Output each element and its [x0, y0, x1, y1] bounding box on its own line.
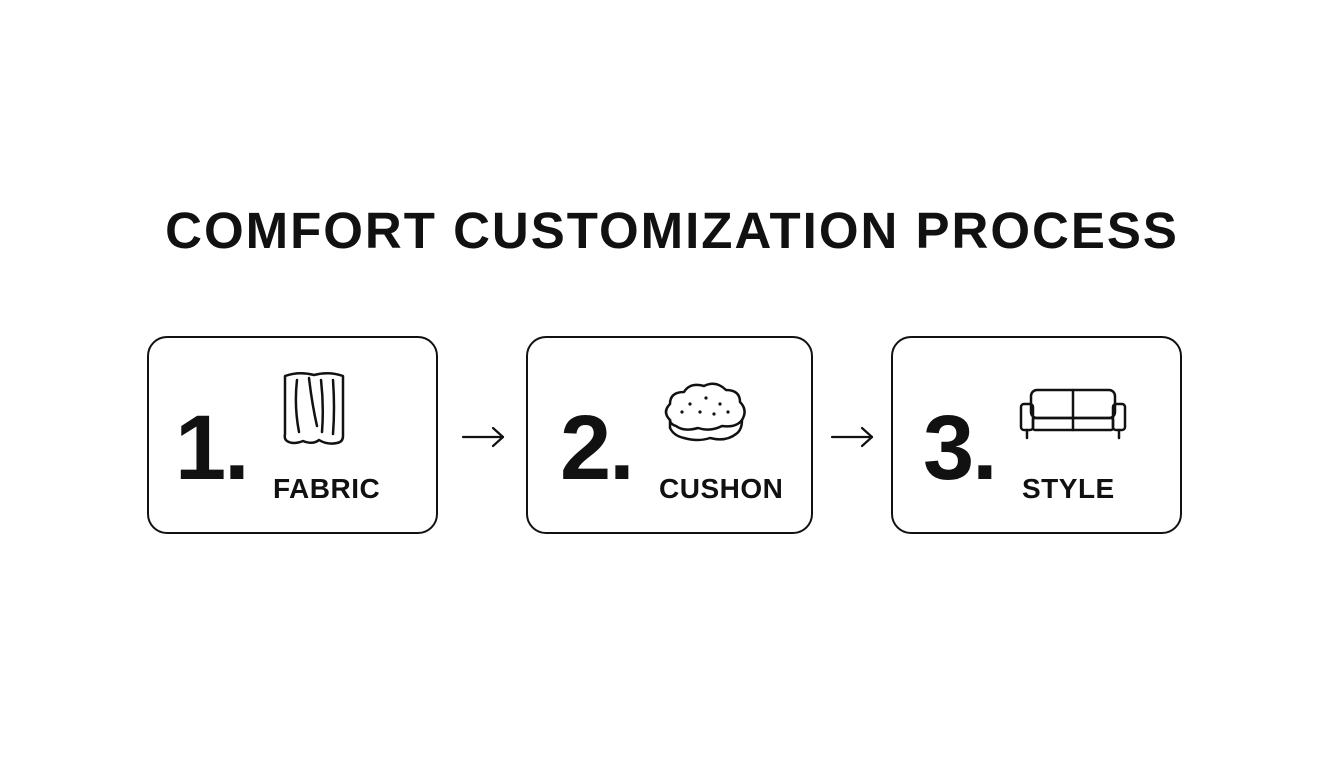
cushion-icon: [664, 382, 746, 442]
step-label: STYLE: [1022, 473, 1115, 504]
step-card-style: 3. STYLE: [891, 336, 1182, 534]
fabric-icon: [283, 372, 345, 445]
step-number: 1.: [175, 397, 250, 499]
step-card-cushion: 2. CUSHON: [526, 336, 813, 534]
step-label: CUSHON: [659, 473, 784, 504]
diagram-title: COMFORT CUSTOMIZATION PROCESS: [165, 202, 1179, 259]
sofa-icon: [1019, 388, 1127, 440]
arrow-right-icon: [461, 426, 505, 448]
step-number: 3.: [923, 397, 998, 499]
step-card-fabric: 1. FABRIC: [147, 336, 438, 534]
step-label: FABRIC: [273, 473, 381, 504]
step-number: 2.: [560, 397, 635, 499]
arrow-right-icon: [830, 426, 874, 448]
